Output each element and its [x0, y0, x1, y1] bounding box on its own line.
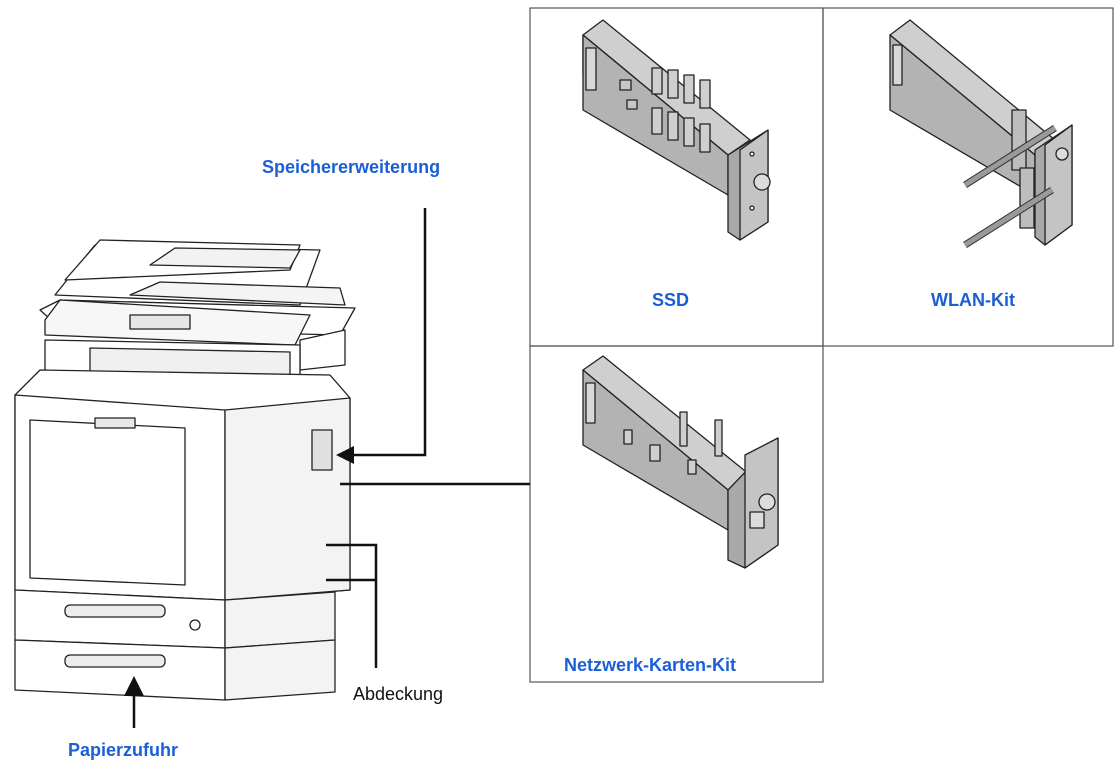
network-card-illustration	[582, 355, 779, 569]
network-card-panel	[529, 345, 824, 683]
wlan-kit-label: WLAN-Kit	[931, 290, 1015, 310]
cover-label: Abdeckung	[353, 684, 444, 704]
options-panel-grid	[529, 7, 1114, 683]
printer-illustration	[14, 239, 356, 701]
memory-expansion-label: Speichererweiterung	[262, 157, 441, 177]
cover-line-upper	[326, 543, 378, 668]
ssd-card-illustration	[582, 19, 771, 241]
wlan-kit-panel	[822, 7, 1114, 347]
network-card-kit-label: Netzwerk-Karten-Kit	[564, 655, 737, 675]
paper-feeder-arrowhead	[124, 676, 144, 696]
wlan-kit-illustration	[889, 19, 1073, 248]
memory-expansion-line	[352, 208, 427, 457]
ssd-label: SSD	[652, 290, 690, 310]
memory-expansion-arrowhead	[336, 446, 354, 464]
paper-feeder-label: Papierzufuhr	[68, 740, 179, 760]
connector-lines	[132, 208, 530, 728]
